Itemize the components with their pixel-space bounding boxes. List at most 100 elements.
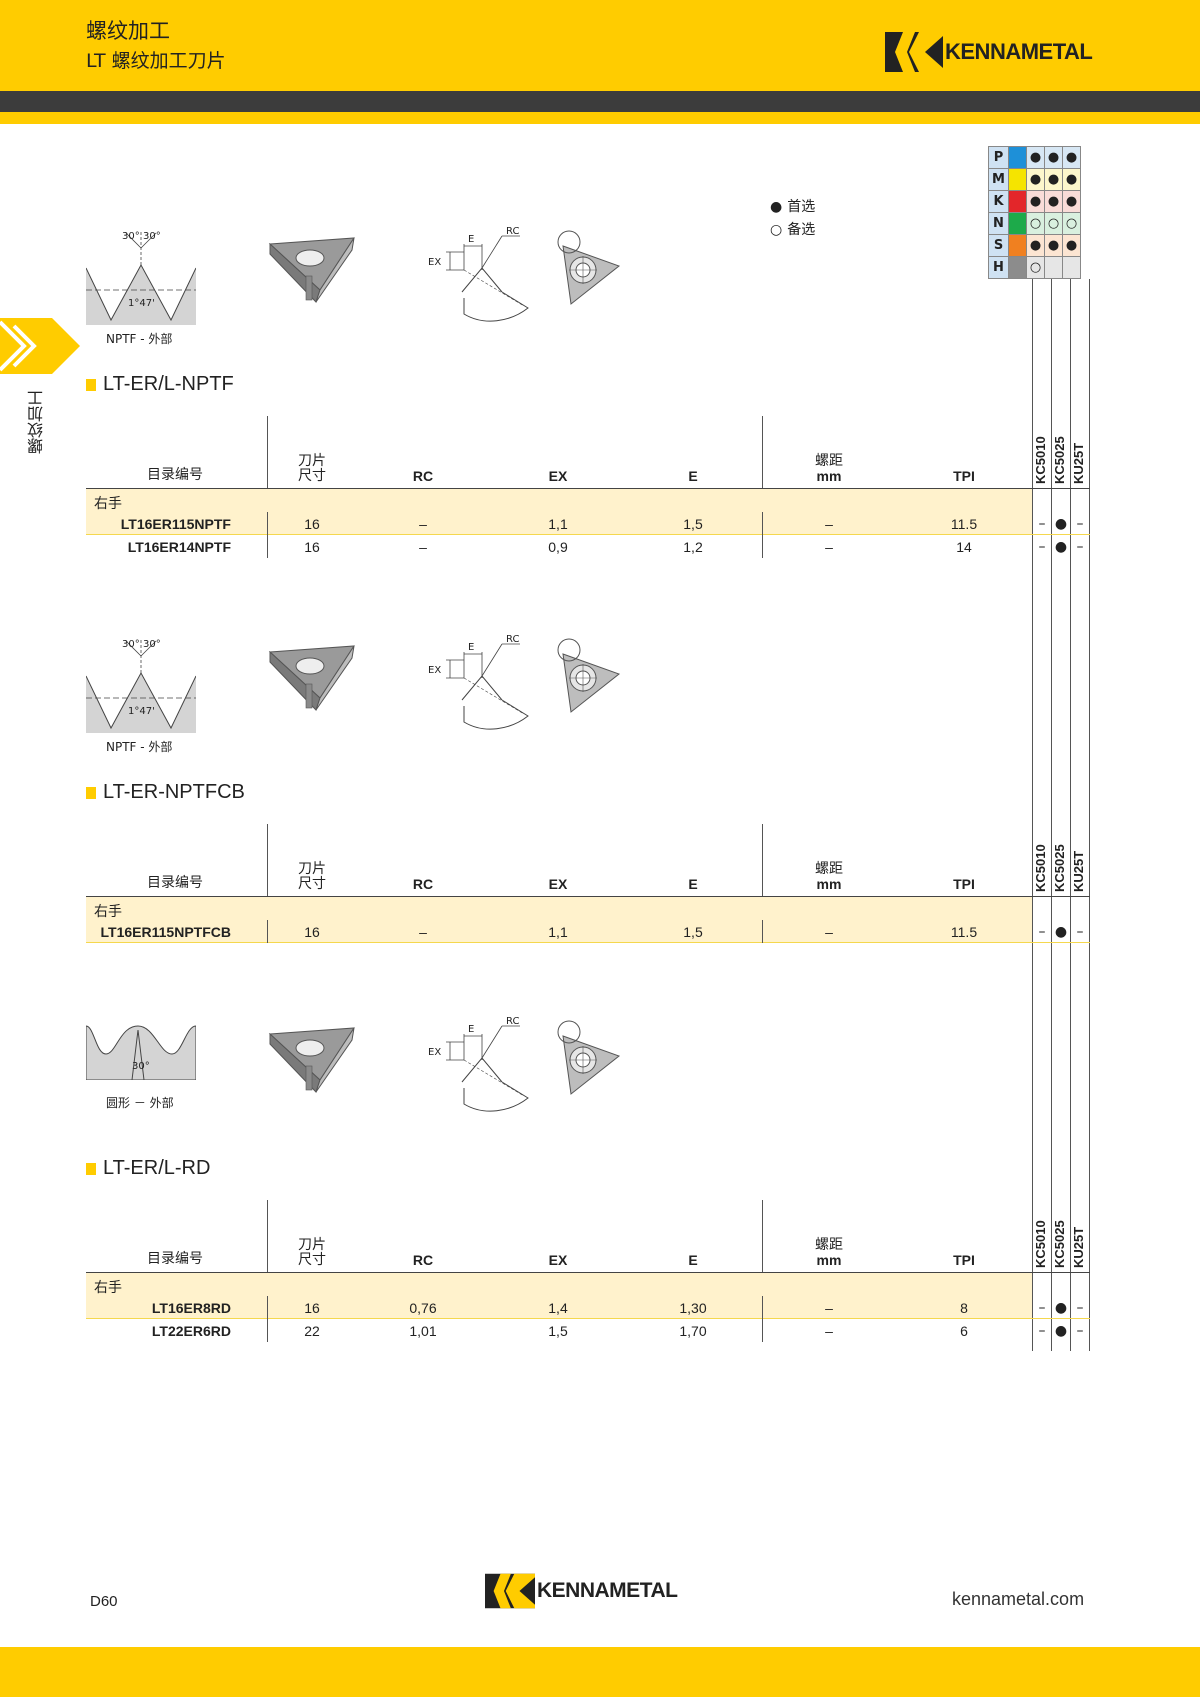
row-band-rule [86,534,1090,535]
col-pitch-line2: mm [816,468,842,484]
body-divider [762,1296,763,1342]
grade-header: KU25T [1071,442,1086,484]
grade-header: KU25T [1071,1226,1086,1268]
col-pitch-line2: mm [816,1252,842,1268]
insert-3d-icon [268,1027,355,1093]
body-divider [267,1296,268,1342]
col-size-line1: 刀片 [298,861,326,877]
hand-label: 右手 [94,496,122,512]
material-label: M [988,168,1009,191]
material-grade-mark [1044,256,1063,279]
col-ex: EX [548,468,568,484]
col-rc: RC [412,876,434,892]
cell-pitch: – [825,1323,833,1339]
cell-tpi: 6 [960,1323,968,1339]
col-size-line2: 尺寸 [298,876,326,892]
cell-size: 22 [304,1323,320,1339]
filled-dot-icon: ● [770,199,783,215]
insert-3d-icon [268,645,355,711]
grade-divider [1032,279,1033,1351]
col-catalog: 目录编号 [147,1251,203,1267]
insert-image [266,640,358,716]
e-label: E [468,642,474,653]
material-grade-mark: ● [1026,168,1045,191]
col-pitch-line1: 螺距 [815,453,843,469]
hand-label: 右手 [94,904,122,920]
cell-rc: – [419,924,427,940]
bullet-square-icon [86,1162,96,1175]
material-row: S●●● [988,234,1081,257]
bullet-square-icon [86,786,96,799]
header-rule [86,896,1090,897]
website-link[interactable]: kennametal.com [952,1589,1085,1609]
grade-mark: – [1076,1300,1084,1316]
cell-size: 16 [304,516,320,532]
col-size-line1: 刀片 [298,453,326,469]
catalog-number: LT16ER8RD [151,1300,231,1316]
page-number: D60 [90,1593,118,1610]
kennametal-k-icon [885,32,943,72]
hand-row-band [86,897,1032,920]
ex-label: EX [428,1047,441,1058]
material-label: N [988,212,1009,235]
cell-pitch: – [825,516,833,532]
rd-angle-label: 30° [132,1061,150,1072]
col-e: E [688,468,698,484]
grade-header: KC5025 [1052,1220,1067,1268]
empty-dot-icon: ○ [770,222,783,238]
grade-mark: ● [1054,539,1068,555]
material-color-swatch [1008,256,1027,279]
grade-mark: – [1076,539,1084,555]
grade-mark: – [1076,516,1084,532]
material-grade-mark: ○ [1062,212,1081,235]
footer-band [0,1647,1200,1697]
section-title: LT-ER/L-NPTF [86,373,234,396]
profile-caption: 圆形 － 外部 [106,1096,174,1110]
catalog-number: LT16ER115NPTFCB [100,924,231,940]
material-color-swatch [1008,212,1027,235]
catalog-number: LT16ER14NPTF [127,539,231,555]
material-grade-mark [1062,256,1081,279]
rc-label: RC [506,634,519,645]
grade-mark: ● [1054,924,1068,940]
header-dark-stripe [0,91,1200,112]
material-color-swatch [1008,190,1027,213]
cell-pitch: – [825,1300,833,1316]
col-ex: EX [548,1252,568,1268]
header-yellow-stripe [0,112,1200,124]
header-logo-text: KENNAMETAL [945,39,1093,64]
grade-header: KC5010 [1033,436,1048,484]
grade-mark: – [1038,539,1046,555]
insert-3d-icon [268,237,355,303]
material-label: S [988,234,1009,257]
legend-preferred: ●首选 [770,196,815,219]
col-tpi: TPI [953,1252,975,1268]
body-divider [267,920,268,943]
angle-label: 30° [143,231,161,242]
insert-top-view-icon [557,230,621,305]
col-size-line2: 尺寸 [298,468,326,484]
header-logo: KENNAMETAL [885,32,1093,72]
grade-divider [1070,279,1071,1351]
cell-tpi: 14 [956,539,972,555]
header-divider [762,1200,763,1272]
cell-e: 1,2 [683,539,703,555]
insert-geometry-icon: E RC EX [428,1016,529,1112]
grade-mark: – [1076,1323,1084,1339]
row-band [86,1296,1032,1319]
material-grade-mark: ● [1062,168,1081,191]
body-divider [762,512,763,558]
material-grade-mark: ● [1062,190,1081,213]
material-row: N○○○ [988,212,1081,235]
material-grade-mark: ● [1026,146,1045,169]
cell-pitch: – [825,924,833,940]
material-row: K●●● [988,190,1081,213]
material-color-swatch [1008,146,1027,169]
material-grade-mark: ○ [1044,212,1063,235]
cell-e: 1,70 [679,1323,707,1339]
cell-size: 16 [304,1300,320,1316]
col-ex: EX [548,876,568,892]
cell-ex: 0,9 [548,539,568,555]
insert-image [266,1022,358,1098]
cell-size: 16 [304,539,320,555]
